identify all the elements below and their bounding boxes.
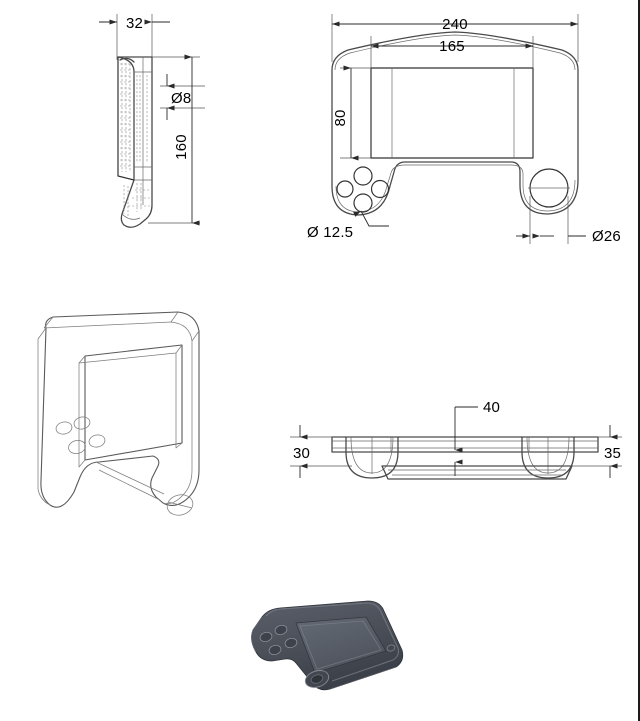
top-center-block: [381, 465, 573, 480]
render-mount-hole-inner: [310, 674, 324, 684]
leader-dia-12-5: [353, 210, 389, 227]
render-top-highlight: [265, 602, 399, 682]
iso-body-front-face: [40, 311, 200, 508]
dim-label-240: 240: [442, 16, 468, 33]
iso-handle-ridge: [95, 461, 165, 501]
iso-top-rear-edge: [43, 321, 193, 342]
dim-label-80: 80: [332, 109, 349, 126]
display-window: [370, 67, 534, 159]
button-bottom: [353, 193, 373, 213]
dim-label-dia-8: Ø8: [171, 90, 191, 107]
top-right-boss: [521, 436, 575, 479]
iso-button-right: [88, 434, 106, 448]
button-right: [370, 179, 390, 199]
button-left: [336, 180, 354, 198]
top-center-block-lines: [388, 469, 566, 476]
iso-display-window: [84, 344, 183, 461]
side-body-outline: [117, 56, 153, 228]
render-display-bezel: [299, 620, 382, 670]
top-plan-view: [290, 406, 622, 480]
button-top: [353, 166, 373, 186]
iso-mount-hole: [166, 494, 194, 516]
device-body-outline: [331, 31, 579, 216]
side-back-edge: [117, 56, 135, 181]
top-plate-body: [331, 436, 599, 453]
top-left-boss: [345, 436, 399, 479]
render-button-left: [259, 631, 273, 643]
dim-label-dia-26: Ø26: [592, 228, 621, 245]
dim-label-32: 32: [126, 15, 143, 32]
dim-label-35: 35: [604, 445, 621, 462]
shaded-3d-render: [251, 600, 404, 691]
dim-label-dia-12-5: Ø 12.5: [307, 224, 353, 241]
iso-button-left: [55, 421, 73, 435]
iso-button-bottom: [68, 440, 86, 454]
dim-label-40: 40: [483, 399, 500, 416]
iso-display-recess: [78, 344, 183, 468]
render-button-bottom: [268, 644, 282, 656]
side-elevation-view: [99, 14, 205, 228]
render-bottom-edge: [329, 666, 397, 690]
side-top-chamfer: [119, 57, 135, 63]
iso-button-top: [73, 416, 91, 430]
render-right-detail: [386, 644, 396, 652]
dim-label-160: 160: [173, 134, 190, 160]
front-elevation-view: [331, 14, 586, 244]
dim-label-30: 30: [293, 445, 310, 462]
isometric-wireframe-view: [37, 311, 200, 516]
render-left-edge: [251, 616, 263, 653]
render-button-right: [284, 637, 298, 649]
render-display: [295, 616, 387, 674]
side-tip-inner: [121, 213, 141, 220]
top-plate-edge-lines: [332, 440, 598, 449]
body-top-inner-edge: [334, 34, 576, 71]
dim-label-165: 165: [439, 38, 465, 55]
iso-left-side-face: [37, 327, 51, 506]
iso-mount-hole-line: [167, 501, 193, 509]
render-button-top: [274, 624, 288, 636]
side-hidden-detail: [120, 63, 150, 216]
